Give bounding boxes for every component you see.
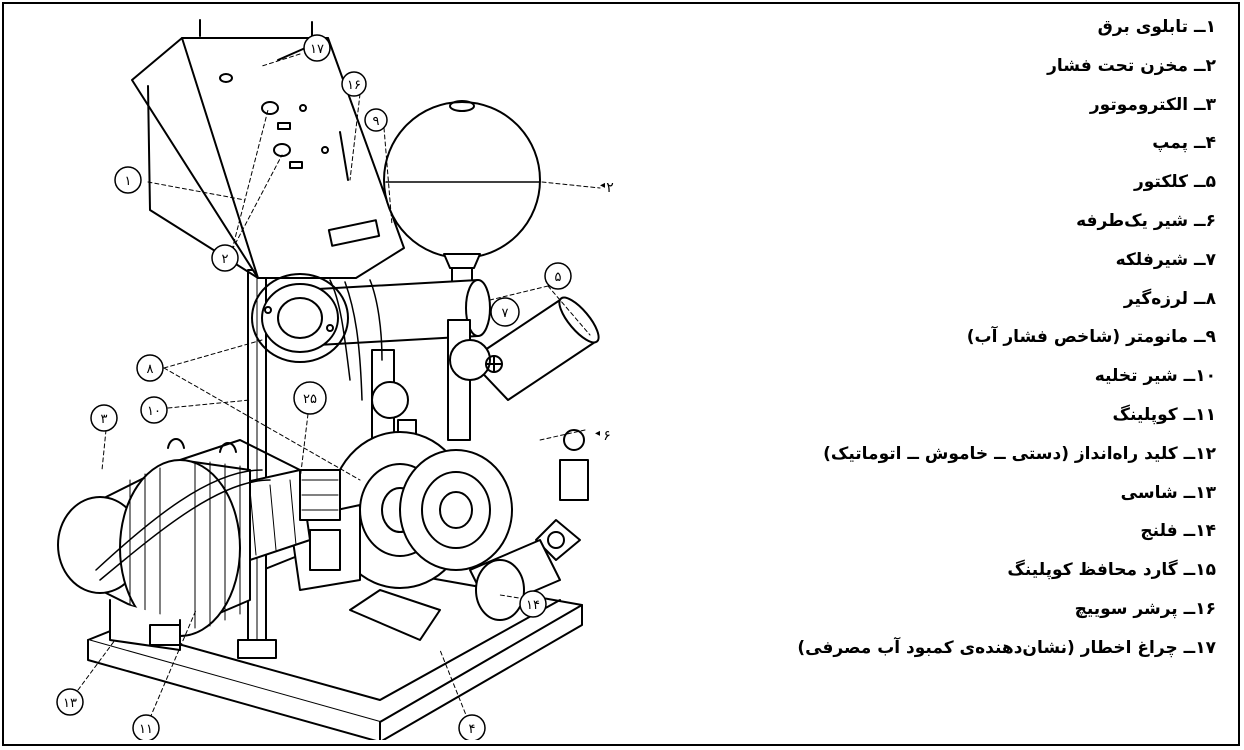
- callout-25: ۲۵: [293, 381, 327, 415]
- svg-text:۱۰: ۱۰: [147, 404, 161, 419]
- callout-3: ۳: [90, 404, 118, 432]
- callout-7: ۷: [490, 297, 520, 327]
- legend-item-1: ۱ــ تابلوی برق: [1097, 17, 1216, 37]
- svg-text:۱۱: ۱۱: [139, 722, 153, 737]
- svg-text:۴: ۴: [469, 722, 476, 737]
- legend-item-13: ۱۳ــ شاسی: [1120, 482, 1216, 503]
- callout-14: ۱۴: [519, 590, 547, 618]
- callout-16: ۱۶: [341, 71, 367, 97]
- electric-motor: [57, 438, 301, 651]
- legend-item-15: ۱۵ــ گارد محافظ کوپلینگ: [1007, 560, 1216, 581]
- cables: [329, 279, 383, 401]
- callout-9: ۹: [364, 108, 388, 132]
- legend-item-17: ۱۷ــ چراغ اخطار (نشان‌دهنده‌ی کمبود آب م…: [797, 637, 1216, 658]
- svg-text:۱۳: ۱۳: [63, 696, 77, 711]
- callout-1: ۱: [114, 166, 142, 194]
- legend-item-12: ۱۲ــ کلید راه‌انداز (دستی ــ خاموش ــ ات…: [823, 443, 1216, 464]
- callout-17: ۱۷: [303, 34, 331, 62]
- leader-lines: [77, 53, 601, 721]
- svg-text:۲: ۲: [222, 252, 229, 267]
- svg-text:۹: ۹: [373, 114, 380, 129]
- pump-body: [289, 431, 561, 641]
- lower-collector: [469, 296, 600, 401]
- svg-text:۱۶: ۱۶: [347, 78, 361, 93]
- pressure-tank: [383, 100, 541, 289]
- callout-5: ۵: [544, 262, 572, 290]
- svg-text:۱: ۱: [125, 174, 132, 189]
- svg-text:۱۷: ۱۷: [310, 42, 324, 57]
- booster-pump-drawing: ۱۷ ۱۶ ۹ ۱ ۲ ۵ ۷ ۸: [56, 19, 614, 740]
- label-2-tank: ۲: [606, 180, 614, 196]
- parts-legend: ۱ــ تابلوی برق ۲ــ مخزن تحت فشار ۳ــ الک…: [736, 8, 1216, 668]
- arrow-2-tank: ◂: [600, 180, 605, 191]
- legend-item-2: ۲ــ مخزن تحت فشار: [1047, 55, 1216, 76]
- callout-8: ۸: [136, 354, 164, 382]
- legend-item-7: ۷ــ شیرفلکه: [1115, 249, 1216, 270]
- legend-item-16: ۱۶ــ پرشر سوییچ: [1074, 598, 1216, 619]
- legend-item-10: ۱۰ــ شیر تخلیه: [1094, 366, 1216, 387]
- svg-text:۵: ۵: [555, 270, 562, 285]
- svg-text:۲۵: ۲۵: [303, 392, 317, 407]
- legend-item-8: ۸ــ لرزه‌گیر: [1123, 288, 1216, 309]
- svg-text:۳: ۳: [101, 412, 108, 427]
- legend-item-4: ۴ــ پمپ: [1152, 133, 1216, 154]
- legend-item-6: ۶ــ شیر یک‌طرفه: [1076, 210, 1216, 231]
- svg-text:۱۴: ۱۴: [526, 598, 540, 613]
- svg-text:۸: ۸: [147, 362, 154, 377]
- legend-item-14: ۱۴ــ فلنج: [1140, 521, 1216, 542]
- legend-item-3: ۳ــ الکتروموتور: [1089, 94, 1216, 115]
- upper-collector: [251, 273, 491, 363]
- legend-item-9: ۹ــ مانومتر (شاخص فشار آب): [966, 327, 1216, 348]
- callout-13: ۱۳: [56, 688, 84, 716]
- legend-item-5: ۵ــ کلکتور: [1133, 172, 1216, 193]
- callout-10: ۱۰: [140, 396, 168, 424]
- callout-11: ۱۱: [132, 714, 160, 740]
- svg-text:۷: ۷: [502, 306, 509, 321]
- callout-2-panel: ۲: [211, 244, 239, 272]
- label-6-check-valve: ۶: [603, 428, 611, 444]
- arrow-6-check-valve: ◂: [595, 428, 600, 439]
- legend-item-11: ۱۱ــ کوپلینگ: [1112, 404, 1216, 425]
- valve-assembly: [371, 319, 589, 561]
- electric-panel: [131, 19, 405, 279]
- callout-4: ۴: [458, 714, 486, 740]
